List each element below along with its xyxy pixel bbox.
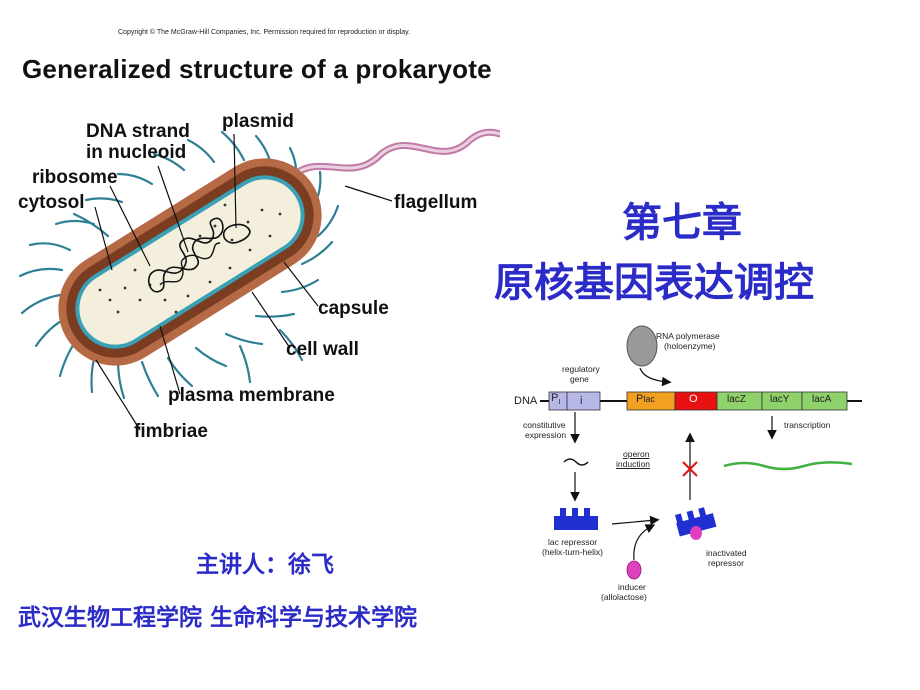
- label-inactivated: inactivated: [706, 548, 747, 558]
- cytosol-area: [79, 179, 301, 345]
- label-regulatory: regulatory: [562, 364, 600, 374]
- laca-box: [801, 391, 848, 411]
- label-pi: PI: [551, 392, 561, 407]
- label-operator: O: [689, 393, 698, 405]
- label-ribosome: ribosome: [32, 167, 118, 188]
- dna-nucleoid: [147, 217, 224, 293]
- label-fimbriae: fimbriae: [134, 421, 208, 442]
- inducer-shape: [626, 560, 642, 580]
- label-constitutive: constitutive: [523, 420, 566, 430]
- prokaryote-illustration: [18, 128, 500, 431]
- i-gene-box: [566, 391, 601, 411]
- label-plac: Plac: [636, 393, 655, 405]
- label-in-nucleoid: in nucleoid: [86, 142, 187, 163]
- label-lacz: lacZ: [727, 394, 746, 405]
- ribosome-dots: [98, 203, 282, 314]
- figure-title: Generalized structure of a prokaryote: [22, 54, 492, 84]
- label-expression: expression: [525, 430, 567, 440]
- copyright-notice: Copyright © The McGraw-Hill Companies, I…: [118, 29, 411, 36]
- label-allolactose: (allolactose): [601, 592, 647, 602]
- rna-polymerase-shape: [626, 325, 658, 367]
- label-plasmid: plasmid: [222, 111, 294, 132]
- mrna-strand: [723, 461, 853, 471]
- label-i-gene: i: [580, 395, 583, 407]
- label-gene: gene: [570, 374, 589, 384]
- label-dna: DNA: [514, 395, 538, 407]
- label-laca: lacA: [812, 394, 832, 405]
- label-holoenzyme: (holoenzyme): [664, 341, 716, 351]
- label-cell-wall: cell wall: [286, 339, 359, 360]
- label-induction: induction: [616, 459, 651, 469]
- label-flagellum: flagellum: [394, 192, 478, 213]
- label-repressor: repressor: [708, 558, 744, 568]
- label-inducer: inducer: [618, 582, 646, 592]
- label-capsule: capsule: [318, 298, 389, 319]
- label-plasma-membrane: plasma membrane: [168, 385, 335, 406]
- label-rna-polymerase: RNA polymerase: [656, 331, 720, 341]
- institution-name: 武汉生物工程学院 生命科学与技术学院: [18, 605, 418, 631]
- blocked-x: [682, 461, 698, 477]
- label-helix-turn-helix: (helix-turn-helix): [542, 547, 603, 557]
- label-lacy: lacY: [770, 394, 790, 405]
- flagellum-shape: [286, 128, 500, 182]
- plasmid-loop: [222, 223, 251, 244]
- inactivated-repressor-shape: [675, 507, 717, 537]
- lecturer-name: 主讲人：徐飞: [196, 552, 334, 578]
- lac-operon-diagram: [540, 325, 862, 580]
- label-operon: operon: [623, 449, 650, 459]
- lac-repressor-shape: [554, 508, 598, 530]
- chapter-number: 第七章: [622, 200, 742, 246]
- label-transcription: transcription: [784, 420, 831, 430]
- label-cytosol: cytosol: [18, 192, 85, 213]
- chapter-title: 原核基因表达调控: [494, 260, 814, 306]
- label-lac-repressor: lac repressor: [548, 537, 598, 547]
- label-dna-strand: DNA strand: [86, 121, 190, 142]
